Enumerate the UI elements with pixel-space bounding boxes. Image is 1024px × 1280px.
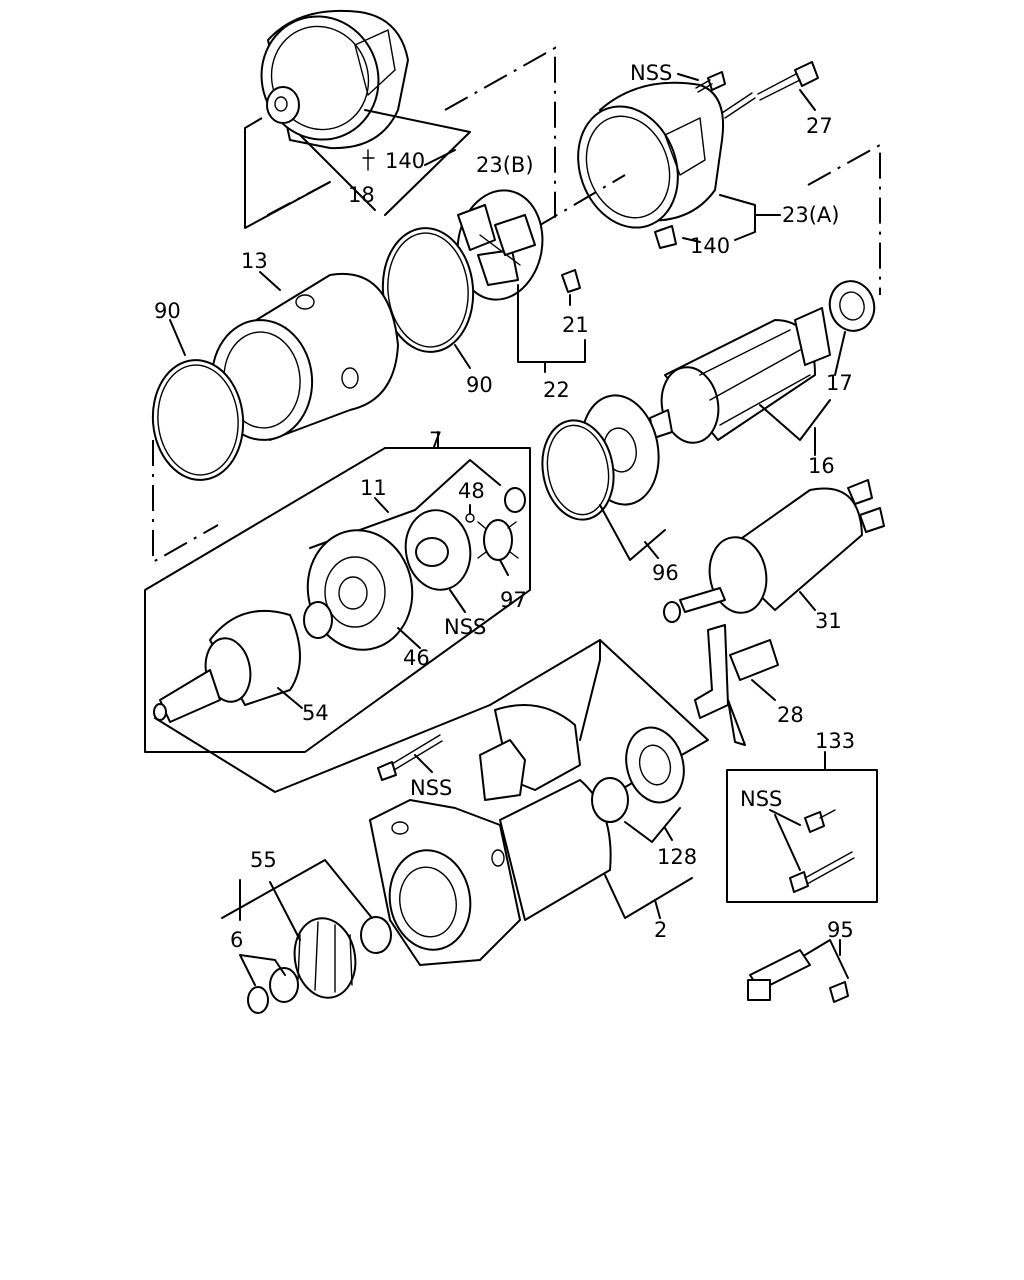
label-46: 46 [403,646,430,670]
bearing-128 [591,726,685,823]
label-17: 17 [826,371,853,395]
through-bolt-27 [721,61,819,119]
rear-cover-23b [260,9,409,171]
carrier-plate [404,509,472,591]
gasket-90-left [151,359,245,481]
label-90-left: 90 [154,299,181,323]
collar [360,916,392,954]
drive-housing-2 [369,704,612,966]
solenoid-31 [663,479,885,623]
bearing-48 [504,487,526,513]
label-54: 54 [302,701,329,725]
label-nss-box: NSS [740,787,782,811]
label-128: 128 [657,845,697,869]
label-nss-mid: NSS [444,615,486,639]
nss-long-bolt [377,734,443,781]
label-22: 22 [543,378,570,402]
label-2: 2 [654,918,667,942]
kit-box-133 [726,769,878,903]
clutch-shaft-54 [153,609,301,723]
label-21: 21 [562,313,589,337]
brush-holder-22 [456,189,581,301]
nss-screw-top [695,71,726,93]
label-nss-bolt: NSS [410,776,452,800]
label-31: 31 [815,609,842,633]
label-90-mid: 90 [466,373,493,397]
label-23a: 23(A) [782,203,839,227]
label-96: 96 [652,561,679,585]
label-6: 6 [230,928,243,952]
front-cover-23a [577,81,724,249]
label-48: 48 [458,479,485,503]
label-18: 18 [348,183,375,207]
shift-lever-28 [694,624,779,746]
pinion-gear-97 [477,519,519,561]
label-133: 133 [815,729,855,753]
label-16: 16 [808,454,835,478]
label-7: 7 [429,428,442,452]
clip-95 [747,949,849,1003]
label-11: 11 [360,476,387,500]
shims-96 [541,394,660,521]
label-97: 97 [500,588,527,612]
label-140-left: 140 [385,149,425,173]
label-55: 55 [250,848,277,872]
label-28: 28 [777,703,804,727]
label-nss-top: NSS [630,61,672,85]
pinion-55 [293,917,357,999]
internal-gear-46 [306,529,414,651]
label-27: 27 [806,114,833,138]
stop-ring [269,967,299,1003]
label-23b: 23(B) [476,153,534,177]
snap-ring-6 [247,986,269,1014]
armature-16 [649,307,831,444]
label-13: 13 [241,249,268,273]
part-labels: NSS 27 140 23(B) 18 23(A) 140 13 90 21 9… [154,61,855,952]
label-140-right: 140 [690,234,730,258]
bearing-17 [828,280,876,332]
label-95: 95 [827,918,854,942]
